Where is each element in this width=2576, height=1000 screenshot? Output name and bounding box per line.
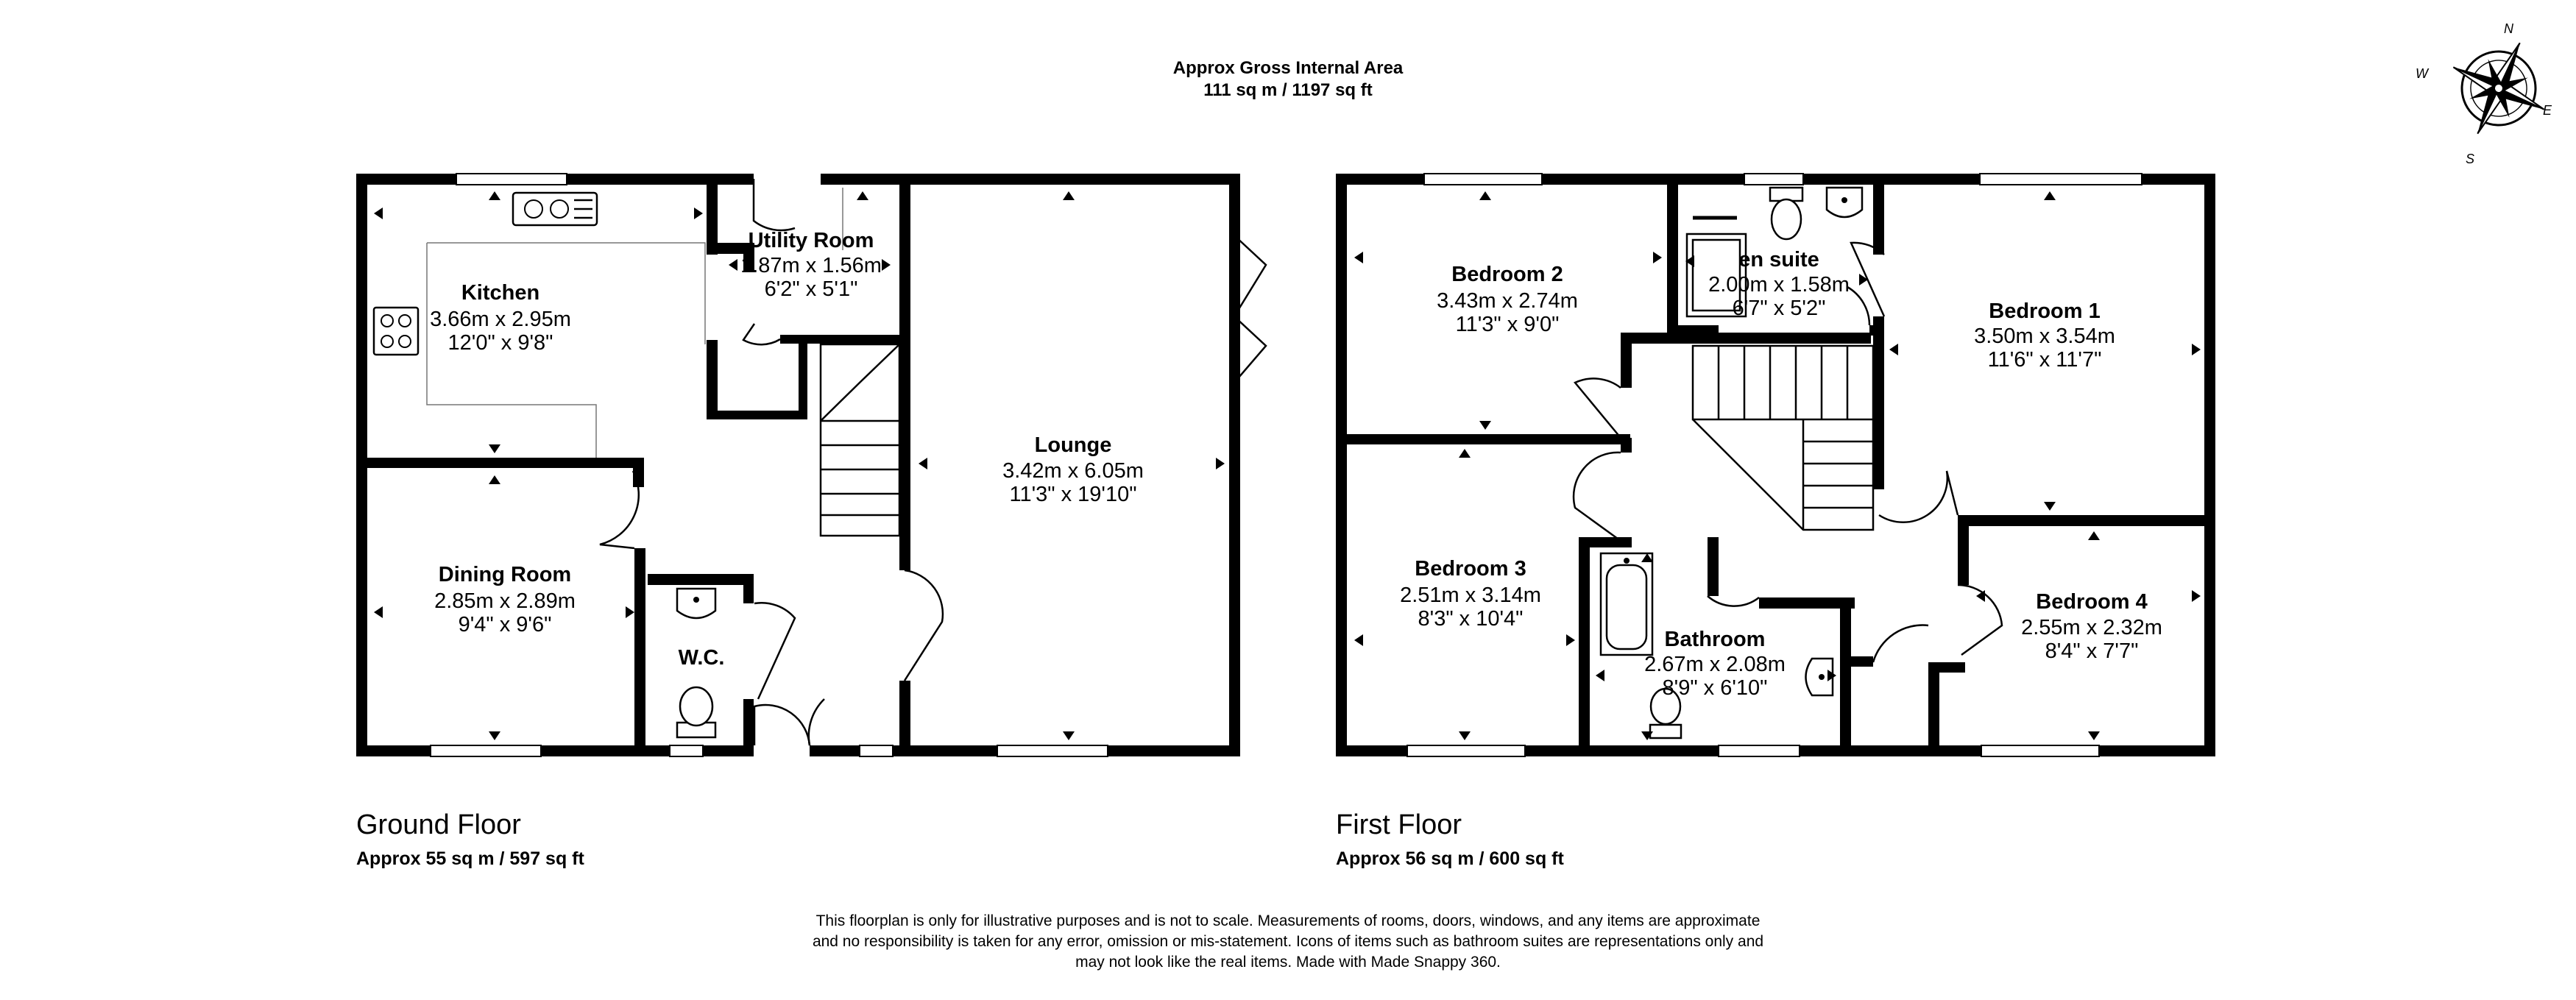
bedroom4-name: Bedroom 4 bbox=[2036, 590, 2147, 614]
ensuite-toilet-icon bbox=[1769, 186, 1804, 241]
lounge-name: Lounge bbox=[1035, 433, 1112, 457]
sink-icon bbox=[512, 191, 598, 227]
bathroom-metric: 2.67m x 2.08m bbox=[1644, 653, 1786, 676]
bathroom-basin-icon bbox=[1805, 657, 1834, 697]
ensuite-metric: 2.00m x 1.58m bbox=[1708, 273, 1850, 297]
gross-area-label: Approx Gross Internal Area bbox=[1173, 58, 1404, 78]
compass-rose-icon bbox=[2452, 42, 2545, 135]
utility-metric: 1.87m x 1.56m bbox=[740, 254, 882, 277]
utility-name: Utility Room bbox=[749, 229, 874, 252]
kitchen-imperial: 12'0" x 9'8" bbox=[448, 331, 553, 355]
bedroom3-imperial: 8'3" x 10'4" bbox=[1418, 607, 1524, 631]
first-floor-area: Approx 56 sq m / 600 sq ft bbox=[1336, 848, 1564, 869]
bedroom2-imperial: 11'3" x 9'0" bbox=[1456, 313, 1560, 336]
ground-floor-title: Ground Floor bbox=[356, 809, 521, 840]
first-floor-title: First Floor bbox=[1336, 809, 1462, 840]
compass-north: N bbox=[2504, 21, 2514, 36]
utility-imperial: 6'2" x 5'1" bbox=[765, 277, 858, 301]
gross-area-value: 111 sq m / 1197 sq ft bbox=[1203, 80, 1372, 100]
lounge-metric: 3.42m x 6.05m bbox=[1002, 459, 1144, 483]
disclaimer-line-2: and no responsibility is taken for any e… bbox=[813, 933, 1763, 950]
bedroom3-metric: 2.51m x 3.14m bbox=[1400, 584, 1541, 607]
ensuite-shower-icon bbox=[1685, 216, 1747, 318]
compass-east: E bbox=[2543, 103, 2552, 118]
bedroom4-imperial: 8'4" x 7'7" bbox=[2045, 639, 2139, 663]
dining-metric: 2.85m x 2.89m bbox=[434, 589, 576, 613]
bathroom-toilet-icon bbox=[1649, 687, 1682, 740]
dining-name: Dining Room bbox=[439, 563, 571, 586]
hob-icon bbox=[372, 306, 420, 356]
lounge-imperial: 11'3" x 19'10" bbox=[1009, 483, 1136, 506]
bedroom1-imperial: 11'6" x 11'7" bbox=[1988, 348, 2102, 372]
bedroom1-name: Bedroom 1 bbox=[1989, 299, 2100, 323]
ensuite-imperial: 6'7" x 5'2" bbox=[1733, 297, 1826, 320]
bedroom1-metric: 3.50m x 3.54m bbox=[1974, 325, 2115, 348]
bath-icon bbox=[1599, 552, 1654, 656]
disclaimer-line-1: This floorplan is only for illustrative … bbox=[816, 912, 1761, 929]
wc-name: W.C. bbox=[679, 646, 725, 670]
compass-south: S bbox=[2466, 152, 2474, 166]
kitchen-metric: 3.66m x 2.95m bbox=[430, 308, 571, 331]
dining-imperial: 9'4" x 9'6" bbox=[459, 613, 552, 636]
wc-toilet-icon bbox=[676, 686, 717, 739]
bedroom4-metric: 2.55m x 2.32m bbox=[2021, 616, 2162, 639]
bedroom3-name: Bedroom 3 bbox=[1415, 557, 1526, 581]
bathroom-name: Bathroom bbox=[1665, 628, 1766, 651]
disclaimer-line-3: may not look like the real items. Made w… bbox=[1075, 954, 1501, 971]
first-floor-plan: Bedroom 2 3.43m x 2.74m 11'3" x 9'0" en … bbox=[1336, 173, 2215, 757]
bedroom2-name: Bedroom 2 bbox=[1451, 263, 1563, 286]
bedroom2-metric: 3.43m x 2.74m bbox=[1437, 289, 1578, 313]
ground-floor-plan: Kitchen 3.66m x 2.95m 12'0" x 9'8" Utili… bbox=[356, 173, 1267, 757]
ensuite-name: en suite bbox=[1738, 248, 1819, 272]
wc-basin-icon bbox=[676, 587, 717, 620]
bathroom-imperial: 8'9" x 6'10" bbox=[1663, 676, 1768, 700]
ground-floor-area: Approx 55 sq m / 597 sq ft bbox=[356, 848, 584, 869]
kitchen-name: Kitchen bbox=[461, 281, 539, 305]
compass-west: W bbox=[2416, 66, 2430, 81]
ensuite-basin-icon bbox=[1825, 186, 1864, 219]
